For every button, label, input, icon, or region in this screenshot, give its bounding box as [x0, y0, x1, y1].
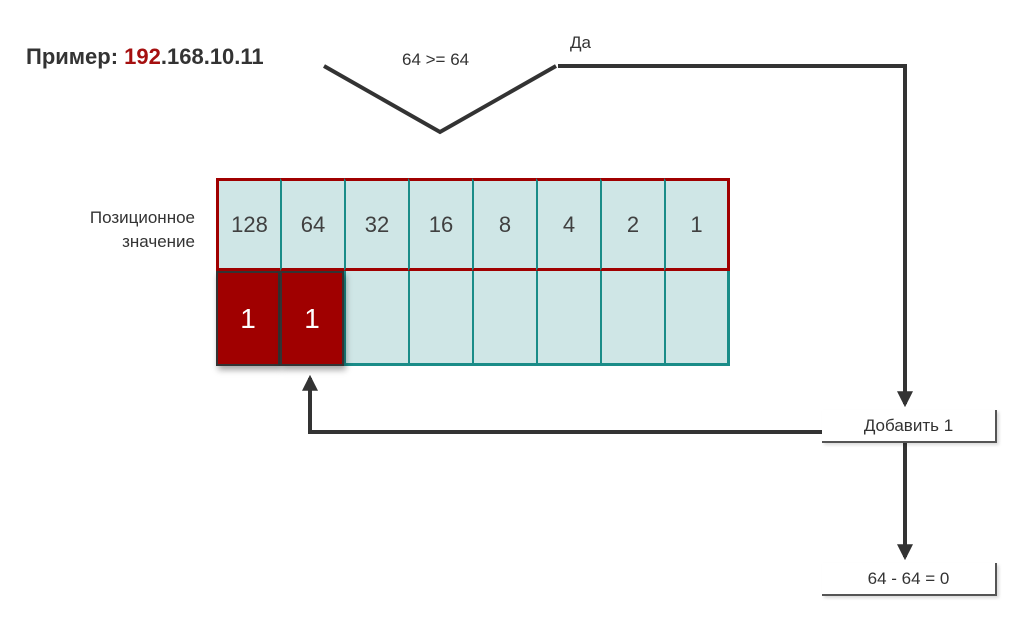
title-rest: .168.10.11: [160, 44, 264, 69]
position-value-cell: 4: [536, 178, 600, 271]
bit-cell: [472, 271, 536, 366]
title-highlight-octet: 192: [124, 44, 161, 69]
title-prefix: Пример:: [26, 44, 125, 69]
position-value-cell: 32: [344, 178, 408, 271]
bit-cell: [408, 271, 472, 366]
bit-cell: [344, 271, 408, 366]
position-value-cell: 128: [216, 178, 280, 271]
bit-cell: 1: [216, 271, 280, 366]
position-value-cell: 8: [472, 178, 536, 271]
bit-cell: 1: [280, 271, 344, 366]
bit-cell: [664, 271, 730, 366]
example-title: Пример: 192.168.10.11: [26, 44, 264, 70]
position-value-cell: 1: [664, 178, 730, 271]
condition-label: 64 >= 64: [402, 50, 470, 69]
subtraction-result-step: 64 - 64 = 0: [822, 563, 997, 596]
bit-cell: [536, 271, 600, 366]
position-value-cell: 64: [280, 178, 344, 271]
add-one-step: Добавить 1: [822, 410, 997, 443]
binary-table: 128 64 32 16 8 4 2 1 1 1: [216, 178, 730, 366]
yes-label: Да: [570, 33, 591, 52]
position-value-label: Позиционное значение: [89, 208, 195, 251]
decision-chevron: [323, 64, 557, 135]
add-to-bit-arrow: [302, 374, 822, 434]
position-value-cell: 2: [600, 178, 664, 271]
bit-cell: [600, 271, 664, 366]
yes-arrow: [558, 64, 913, 408]
position-value-cell: 16: [408, 178, 472, 271]
